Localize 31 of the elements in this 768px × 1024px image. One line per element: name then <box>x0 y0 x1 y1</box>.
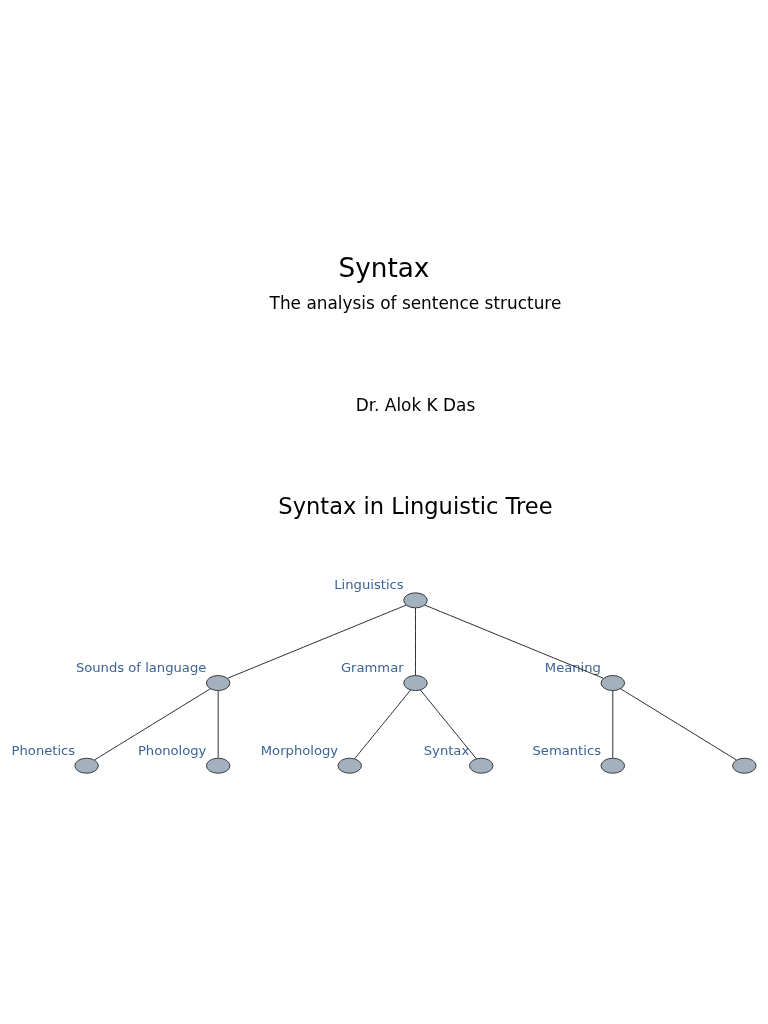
diagram-title: Syntax <box>338 252 430 283</box>
connector <box>424 604 604 679</box>
node-label: Linguistics <box>334 576 404 592</box>
connector <box>612 689 614 758</box>
node-label: Semantics <box>532 742 601 758</box>
node-circle <box>205 757 231 774</box>
connector <box>419 689 477 759</box>
node-label: Syntax <box>423 742 470 758</box>
node-label: Morphology <box>260 742 339 758</box>
node-label: Phonology <box>137 742 207 758</box>
connector <box>415 606 416 676</box>
connector <box>217 689 219 758</box>
connector <box>227 604 407 679</box>
node-circle <box>74 757 99 774</box>
node-circle <box>205 674 231 691</box>
connector <box>94 687 211 760</box>
node-circle <box>600 757 625 774</box>
label: The analysis of sentence structure <box>269 292 562 313</box>
node-label: Phonetics <box>11 742 76 758</box>
label: Syntax in Linguistic Tree <box>278 492 553 519</box>
label: Dr. Alok K Das <box>355 394 476 415</box>
node-circle <box>337 757 362 774</box>
node-label: Grammar <box>340 659 404 675</box>
node-circle <box>600 674 625 691</box>
node-circle <box>403 591 428 608</box>
node-circle <box>403 674 428 691</box>
node-label: Sounds of language <box>75 659 207 675</box>
node-circle <box>732 757 757 774</box>
connector <box>620 687 737 760</box>
connector <box>354 689 411 759</box>
node-circle <box>469 757 494 774</box>
